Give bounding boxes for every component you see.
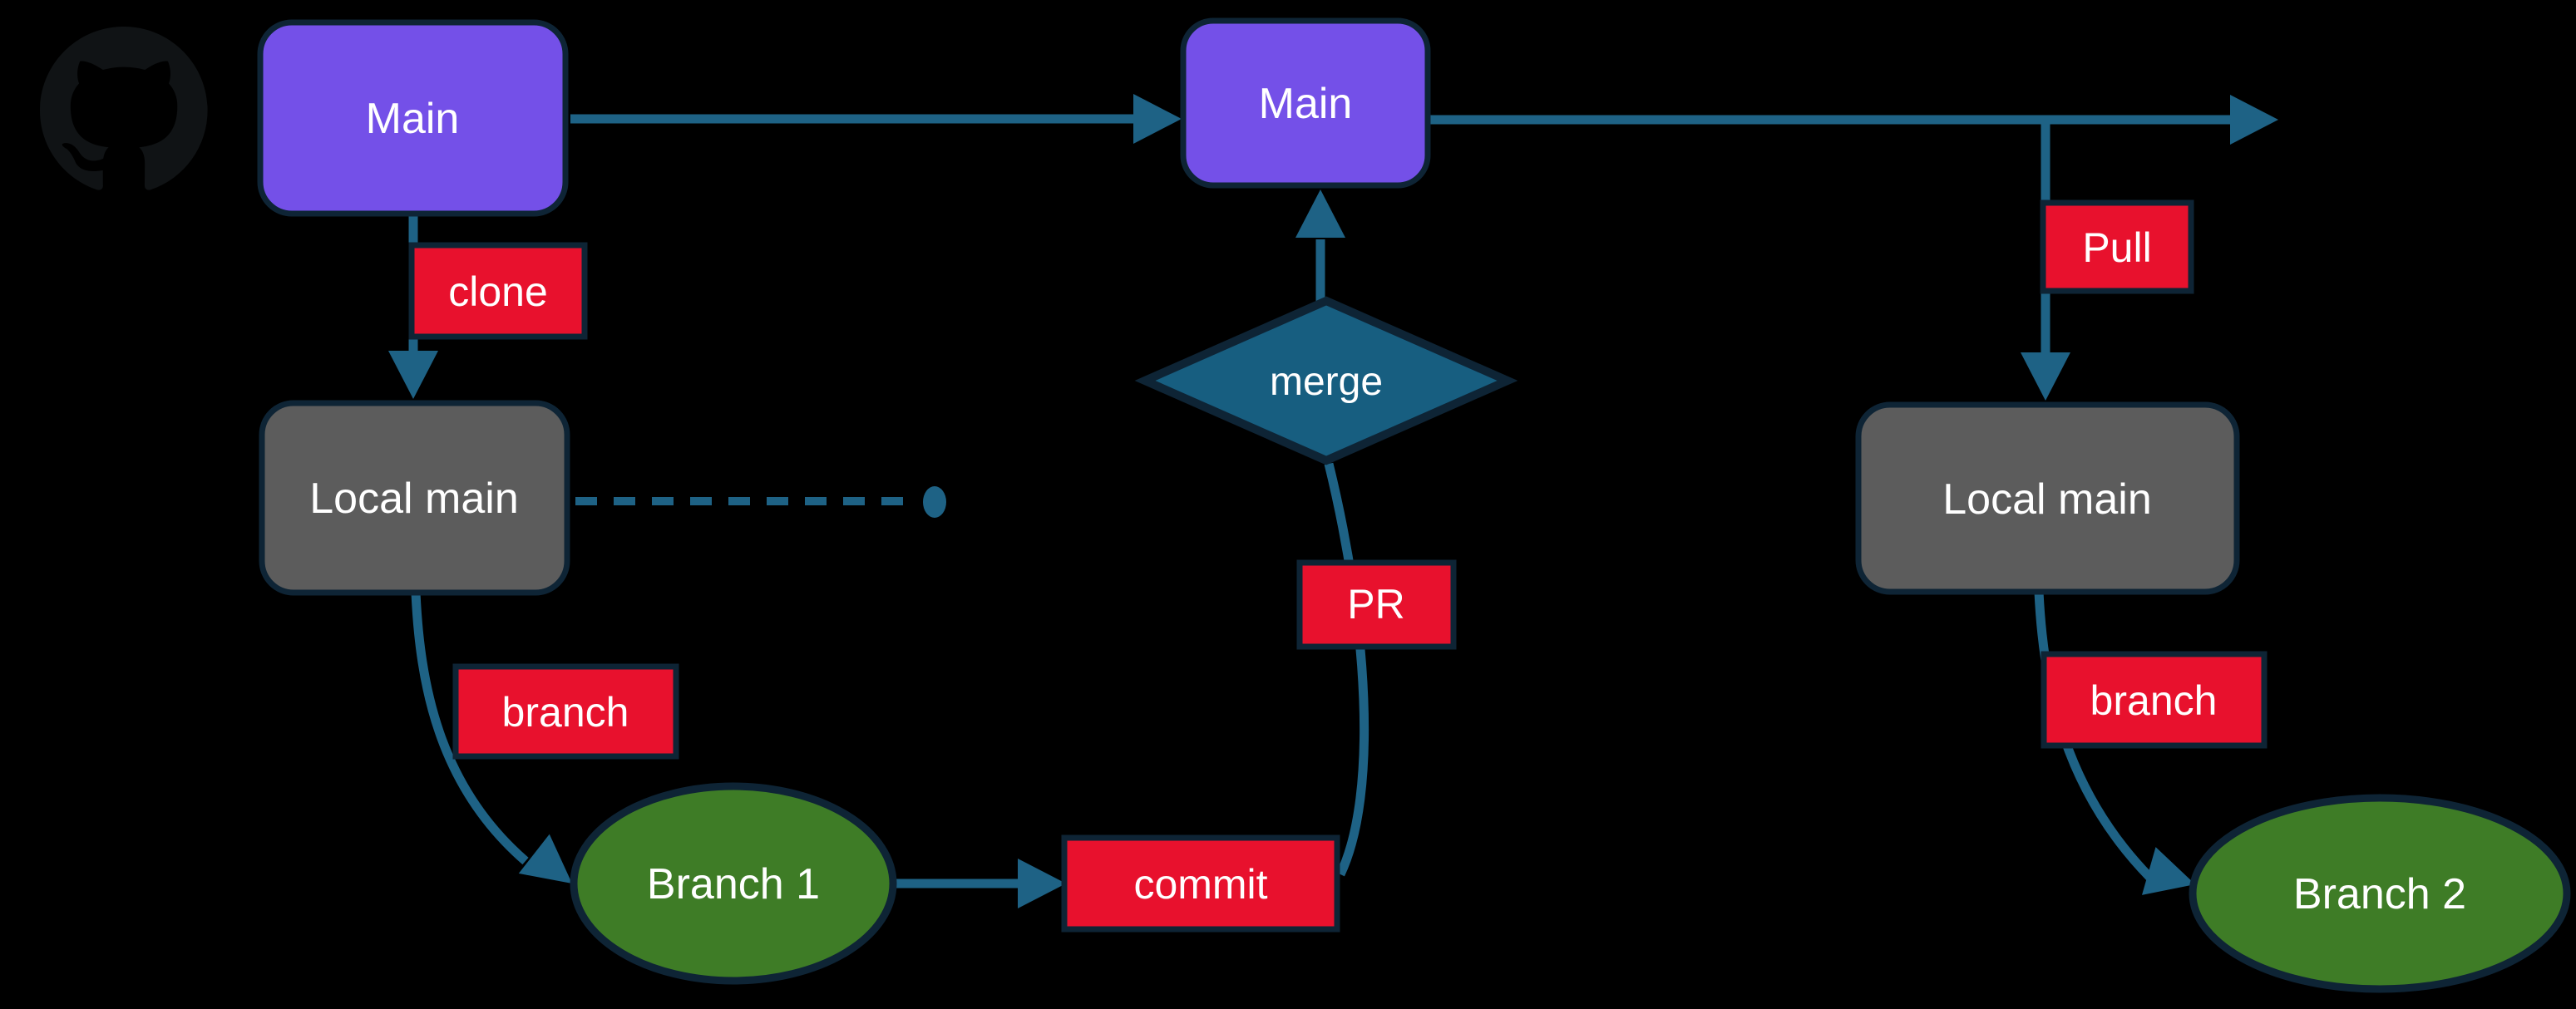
action-branch-left-label: branch bbox=[452, 663, 679, 760]
node-local-main-left: Local main bbox=[259, 400, 570, 596]
node-local-main-right-label: Local main bbox=[1942, 475, 2151, 524]
action-clone-label: clone bbox=[408, 242, 588, 340]
node-branch-2: Branch 2 bbox=[2189, 794, 2571, 993]
action-pr-label: PR bbox=[1296, 559, 1457, 650]
node-main-remote-1-label: Main bbox=[366, 95, 460, 143]
action-pull-label: Pull bbox=[2040, 199, 2194, 294]
dashed-line-end-dot bbox=[923, 486, 946, 518]
github-logo-icon bbox=[40, 27, 208, 190]
action-clone-text: clone bbox=[448, 268, 548, 315]
node-local-main-left-label: Local main bbox=[309, 475, 518, 523]
arrowhead-branch-right-curve bbox=[2141, 847, 2195, 895]
arrowhead-clone-line bbox=[388, 351, 438, 399]
action-commit-text: commit bbox=[1133, 861, 1267, 908]
action-branch-right-text: branch bbox=[2090, 677, 2218, 724]
action-commit-label: commit bbox=[1061, 834, 1340, 933]
node-branch-1: Branch 1 bbox=[570, 782, 897, 985]
node-branch-1-label: Branch 1 bbox=[647, 860, 820, 908]
action-branch-left-text: branch bbox=[502, 689, 629, 736]
arrowhead-branch-left-curve bbox=[518, 834, 572, 883]
arrowhead-main2-to-right bbox=[2230, 95, 2278, 145]
action-pull-text: Pull bbox=[2082, 224, 2151, 271]
node-branch-2-label: Branch 2 bbox=[2293, 870, 2466, 918]
node-merge-diamond: merge bbox=[1134, 296, 1518, 465]
node-main-remote-2-label: Main bbox=[1259, 80, 1353, 128]
arrowhead-main1-to-main2 bbox=[1133, 94, 1182, 144]
node-local-main-right: Local main bbox=[1855, 401, 2240, 595]
arrowhead-merge-to-main2 bbox=[1295, 189, 1345, 238]
action-branch-right-label: branch bbox=[2041, 651, 2268, 749]
arrowhead-pull-line bbox=[2021, 352, 2070, 401]
node-main-remote-2: Main bbox=[1180, 17, 1431, 189]
node-merge-label: merge bbox=[1270, 360, 1383, 404]
node-main-remote-1: Main bbox=[257, 19, 569, 217]
connector-pr-curve bbox=[1324, 462, 1369, 877]
action-pr-text: PR bbox=[1347, 581, 1404, 628]
arrowhead-branch1-to-commit bbox=[1018, 859, 1066, 908]
connector-branch-left-curve bbox=[411, 592, 529, 865]
